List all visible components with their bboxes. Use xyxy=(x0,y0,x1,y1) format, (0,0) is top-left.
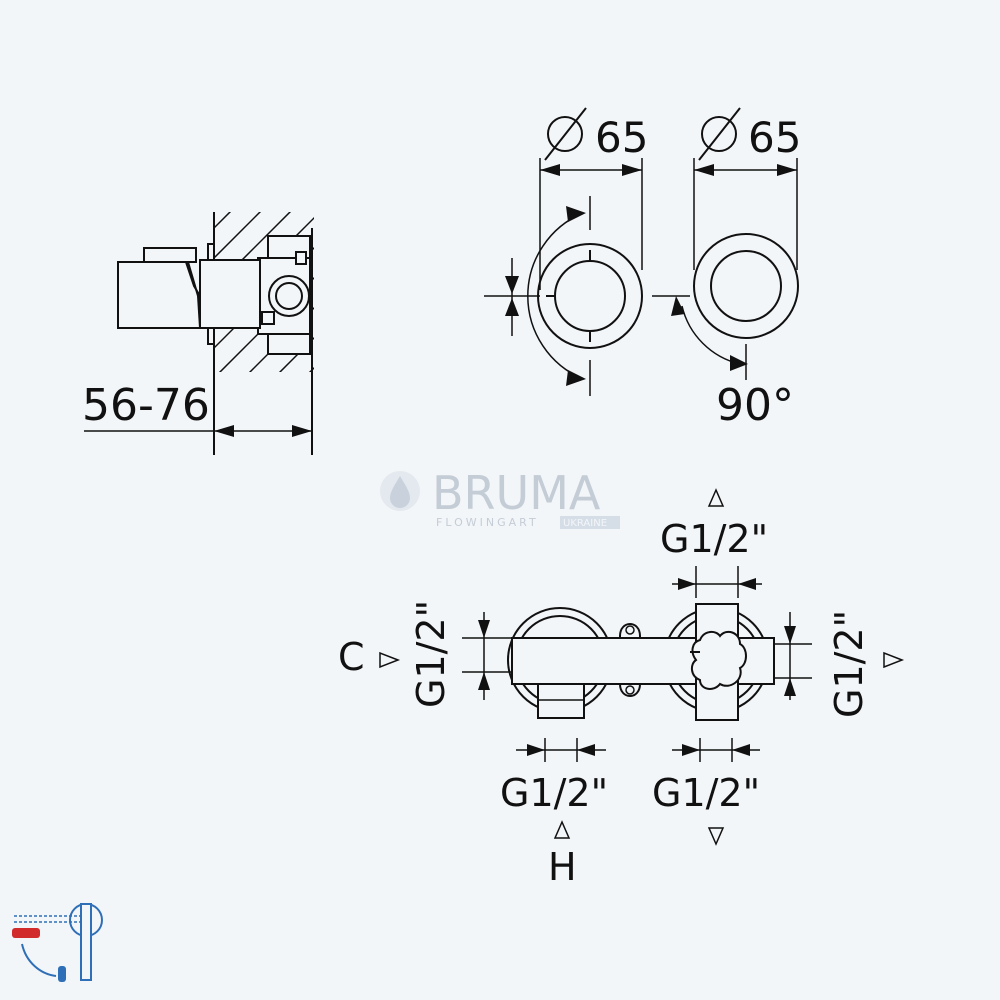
top-connection-label: G1/2" xyxy=(660,517,768,561)
bottom-right-connection-label: G1/2" xyxy=(652,771,760,815)
outlet-down-arrow-icon xyxy=(707,827,725,846)
top-port-arrow-icon xyxy=(707,488,725,507)
outlet-port-arrow-icon xyxy=(883,651,905,669)
watermark-region: UKRAINE xyxy=(563,518,607,529)
bottom-left-connection-label: G1/2" xyxy=(500,771,608,815)
connection-view: G1/2" G1/2" C G1/2" G1/2" H G1/2" xyxy=(338,488,905,889)
depth-dimension-label: 56-76 xyxy=(82,380,210,431)
wall-mixer-icon xyxy=(12,903,103,982)
right-vertical-connection-label: G1/2" xyxy=(827,610,871,718)
side-view: 56-76 xyxy=(82,212,314,455)
brand-watermark: BRUMA FLOWINGART UKRAINE xyxy=(380,466,620,529)
watermark-brand: BRUMA xyxy=(432,466,601,520)
diameter-symbol-left xyxy=(544,107,587,161)
left-rosette: 65 xyxy=(484,107,648,396)
diameter-symbol-right xyxy=(698,107,741,161)
hot-port-letter: H xyxy=(548,845,577,889)
diameter-right-label: 65 xyxy=(748,113,801,162)
rotation-angle-label: 90° xyxy=(716,380,794,431)
drop-icon xyxy=(390,476,410,508)
front-view: 65 65 90° xyxy=(484,107,801,431)
cold-port-letter: C xyxy=(338,635,365,679)
watermark-tagline: FLOWINGART xyxy=(436,516,539,529)
hot-port-arrow-icon xyxy=(553,820,571,839)
left-vertical-connection-label: G1/2" xyxy=(409,600,453,708)
diameter-left-label: 65 xyxy=(595,113,648,162)
cold-port-arrow-icon xyxy=(379,651,401,669)
right-rosette: 65 90° xyxy=(652,107,801,431)
